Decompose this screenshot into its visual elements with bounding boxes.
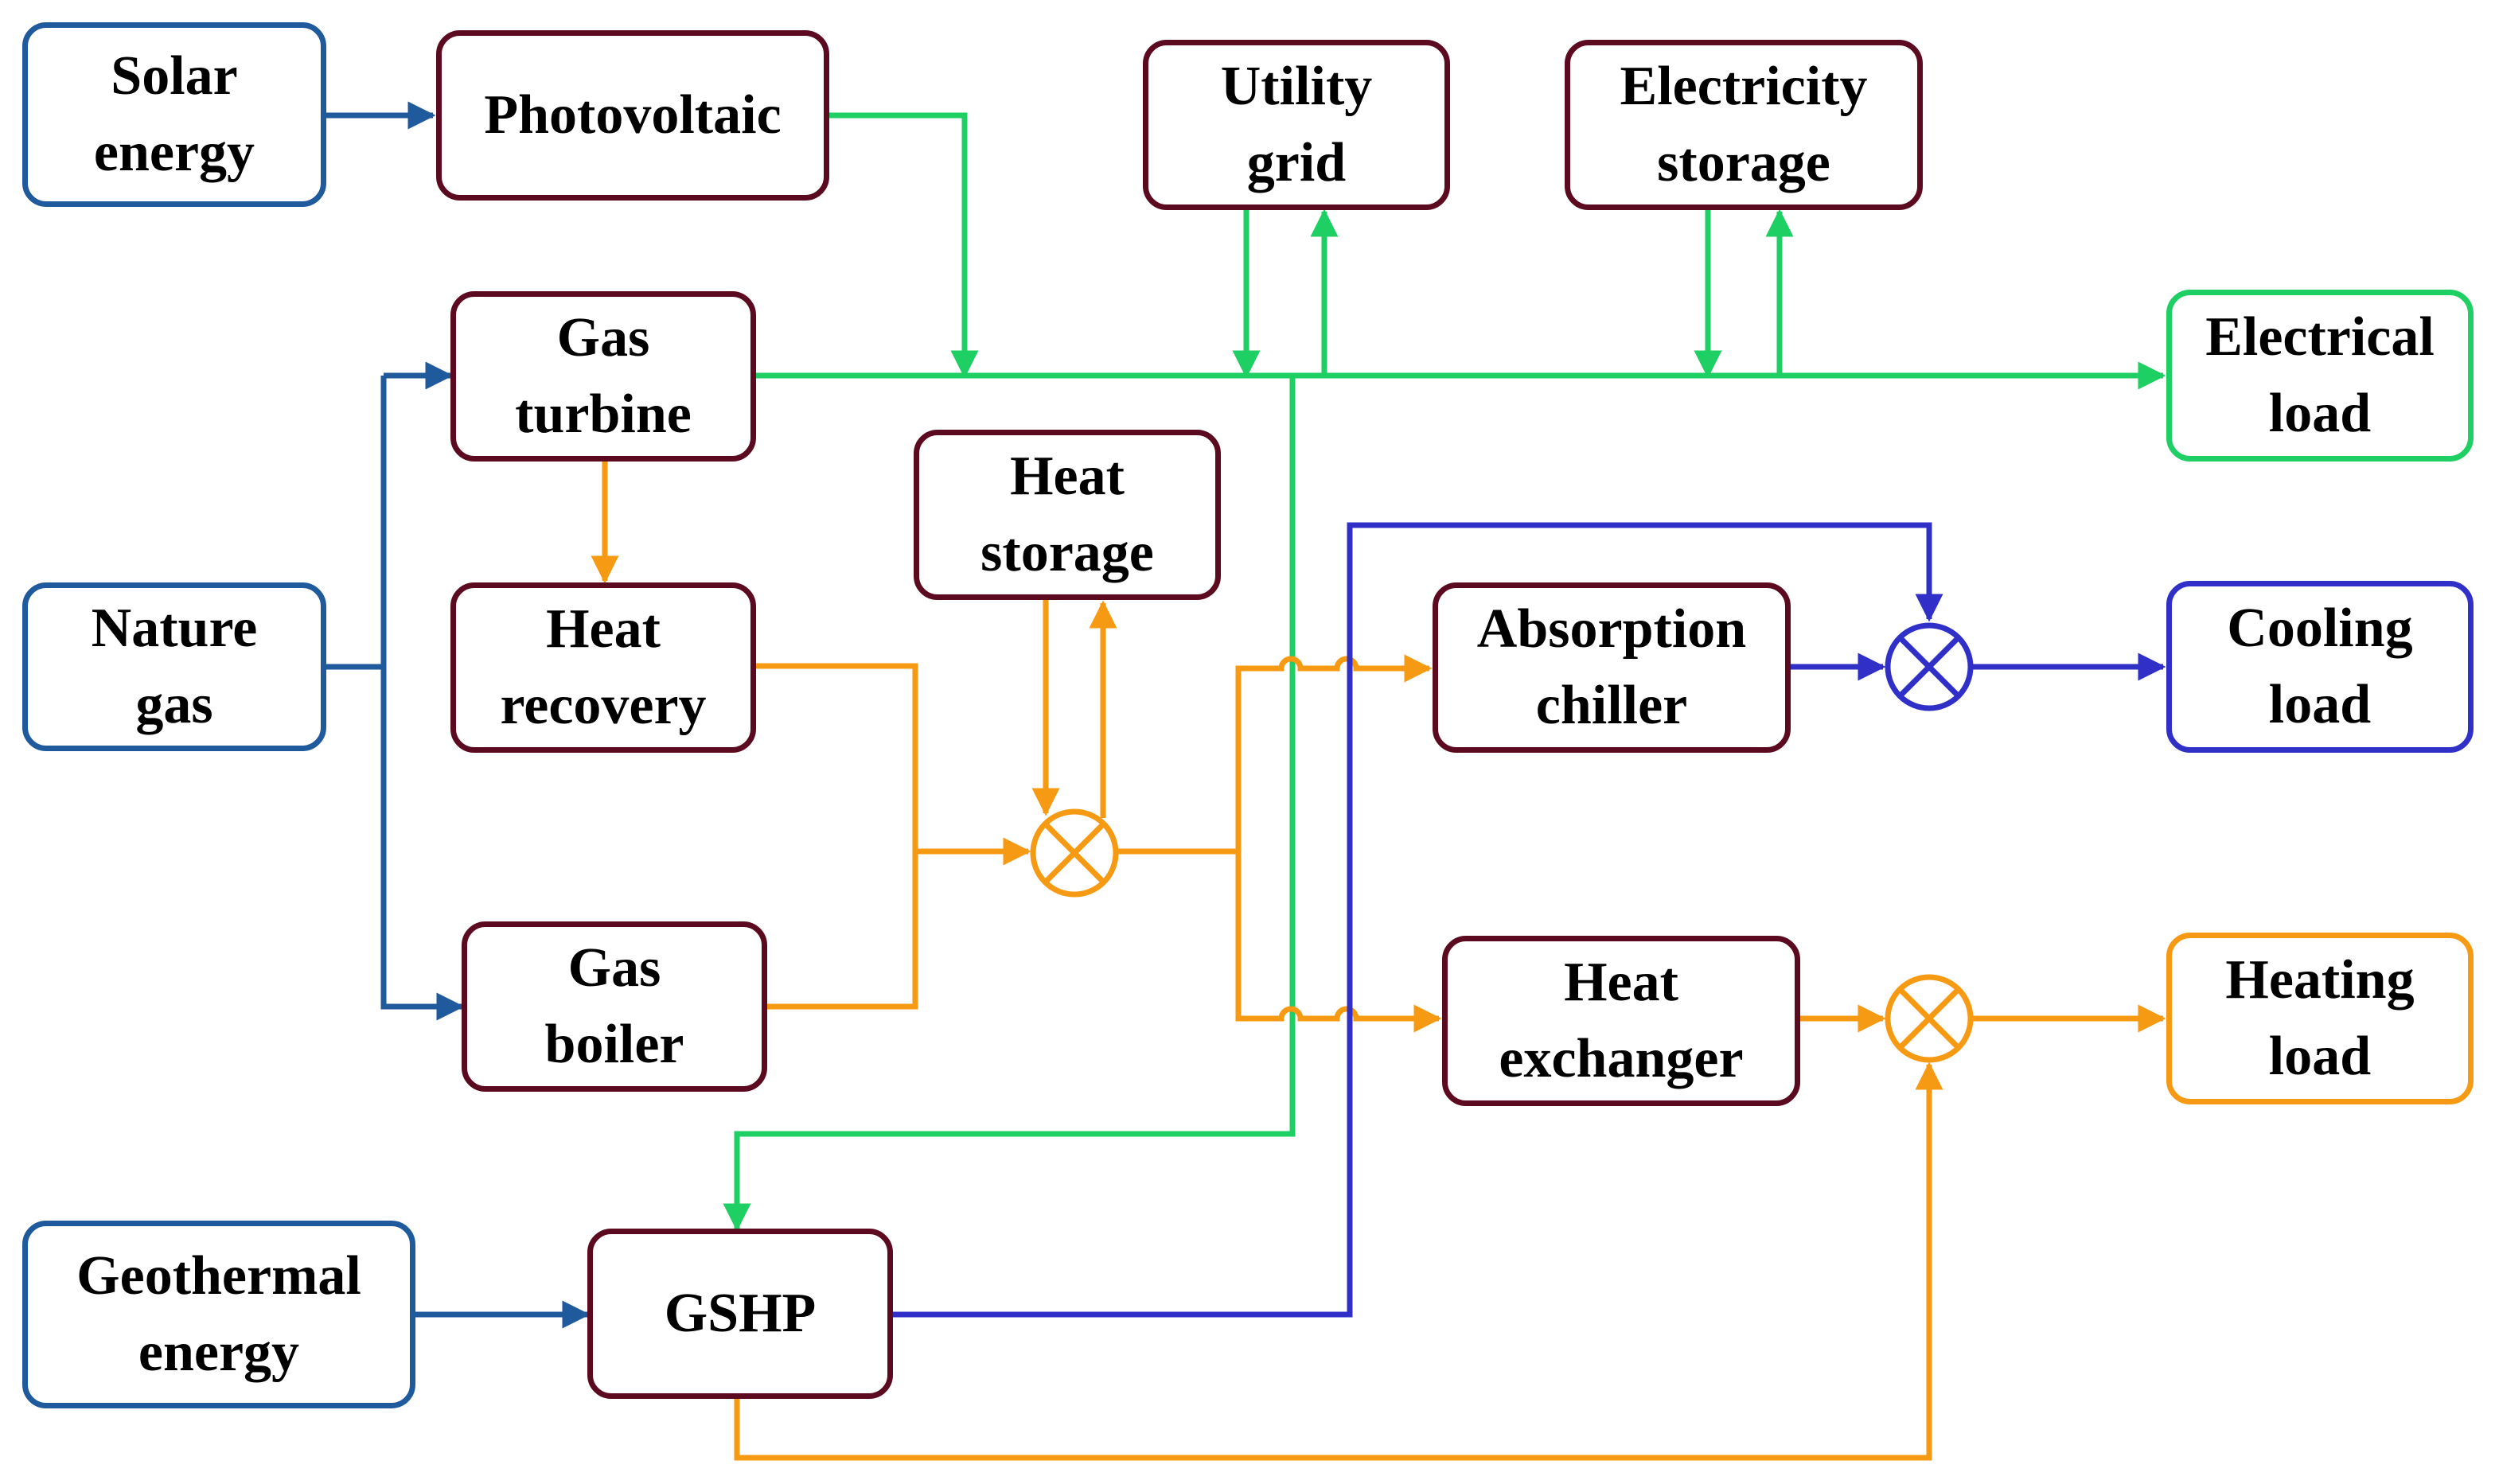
utility-grid-line-1: Utility [1220,56,1373,117]
cooling-flows [891,522,2166,1318]
utility-grid-line-2: grid [1246,132,1347,193]
geothermal-line-1: Geothermal [76,1245,361,1307]
cooling-mixer-icon [1885,622,1974,711]
source-flows [325,101,591,1329]
electrical-load-box: Electrical load [2166,290,2474,462]
recovery-out-line [754,663,918,1010]
heat-exchanger-line-2: exchanger [1499,1028,1744,1089]
electrical-load-line-2: load [2268,383,2372,444]
heat-exchanger-line-1: Heat [1564,952,1678,1013]
heating-load-box: Heating load [2166,933,2474,1104]
pv-to-bus-line [828,112,979,379]
photovoltaic-box: Photovoltaic [436,30,829,201]
to-chiller-line [1235,654,1433,851]
photovoltaic-label: Photovoltaic [484,84,782,146]
gas-boiler-line-2: boiler [544,1014,684,1075]
heating-load-line-1: Heating [2225,949,2415,1011]
heat-storage-line-1: Heat [1010,446,1125,507]
electric-flows [723,112,2166,1232]
solar-energy-box: Solar energy [22,22,326,207]
junctions [1030,622,1974,1063]
heat-recovery-line-1: Heat [546,598,661,660]
gshp-label: GSHP [664,1283,817,1344]
cooling-load-line-1: Cooling [2227,598,2413,659]
heat-recovery-box: Heat recovery [450,582,756,753]
geothermal-line-2: energy [138,1322,300,1383]
gas-boiler-line-1: Gas [567,937,661,999]
solar-line-2: energy [93,122,255,183]
gas-turbine-line-1: Gas [556,307,650,368]
heat-storage-line-2: storage [980,522,1154,583]
electrical-load-line-1: Electrical [2205,306,2435,368]
gas-turbine-line-2: turbine [515,384,692,445]
to-exchanger-line [1235,851,1442,1033]
gas-to-boiler-line [380,667,465,1021]
heating-mixer-icon [1885,974,1974,1063]
cooling-load-box: Cooling load [2166,581,2474,753]
nature-gas-box: Nature gas [22,582,326,751]
heat-flows [591,460,2166,1461]
electricity-storage-line-2: storage [1657,132,1830,193]
absorption-chiller-line-1: Absorption [1476,598,1747,660]
absorption-chiller-box: Absorption chiller [1433,582,1791,753]
gshp-cooling-line [891,522,1943,1318]
utility-grid-box: Utility grid [1143,40,1450,210]
gshp-box: GSHP [587,1229,893,1399]
gshp-heat-line [734,1061,1943,1461]
heat-exchanger-box: Heat exchanger [1442,936,1800,1106]
heat-mixer-icon [1030,808,1119,898]
gas-boiler-box: Gas boiler [462,921,767,1092]
cooling-load-line-2: load [2268,674,2372,735]
bus-to-gshp-line [723,376,1296,1232]
electricity-storage-line-1: Electricity [1620,56,1868,117]
gas-trunk-line [325,376,387,670]
electricity-storage-box: Electricity storage [1565,40,1923,210]
heat-storage-box: Heat storage [914,430,1221,600]
heating-load-line-2: load [2268,1026,2372,1087]
gas-line-1: Nature [91,598,258,659]
solar-line-1: Solar [111,45,238,107]
gas-line-2: gas [135,674,213,735]
absorption-chiller-line-2: chiller [1535,675,1688,736]
gas-turbine-box: Gas turbine [450,291,756,462]
geothermal-energy-box: Geothermal energy [22,1221,415,1408]
heat-recovery-line-2: recovery [500,675,707,736]
